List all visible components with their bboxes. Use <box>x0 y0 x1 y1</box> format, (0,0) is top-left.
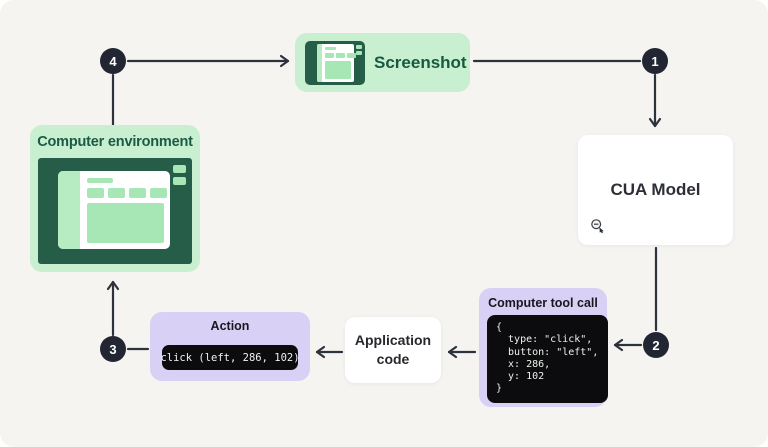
computer-tool-call-node: Computer tool call { type: "click", butt… <box>479 288 608 407</box>
environment-window-tab <box>150 188 167 198</box>
code-line: x: 286, <box>496 358 551 370</box>
environment-window-tab <box>129 188 146 198</box>
cua-model-node: CUA Model <box>578 135 733 245</box>
code-line: button: "left", <box>496 346 599 358</box>
environment-window-sidebar <box>58 171 80 249</box>
environment-window <box>58 171 170 249</box>
mini-window-titlebar <box>325 46 336 50</box>
mini-window-tab <box>336 52 345 58</box>
step-badge-1: 1 <box>642 48 668 74</box>
code-line: } <box>496 383 503 395</box>
environment-monitor-button <box>173 177 186 185</box>
screenshot-icon <box>305 40 365 85</box>
computer-environment-node: Computer environment <box>30 125 200 272</box>
mini-window-tab <box>347 52 356 58</box>
computer-tool-call-title: Computer tool call <box>488 296 598 310</box>
cua-model-label: CUA Model <box>610 180 701 199</box>
code-line: { <box>496 322 503 333</box>
mini-monitor-button <box>356 44 362 49</box>
action-code-pill: click (left, 286, 102) <box>160 345 300 370</box>
computer-environment-label: Computer environment <box>37 134 193 150</box>
application-code-label: Application code <box>354 332 432 367</box>
step-badge-3: 3 <box>100 336 126 362</box>
environment-window-tab <box>87 188 104 198</box>
mini-window-tab <box>325 52 334 58</box>
environment-window-content <box>87 203 164 243</box>
environment-monitor-button <box>173 165 186 173</box>
code-line: y: 102 <box>496 371 545 383</box>
mini-window-content <box>325 60 351 79</box>
step-badge-4: 4 <box>100 48 126 74</box>
screenshot-label: Screenshot <box>374 52 467 72</box>
environment-window-titlebar <box>87 178 113 183</box>
mini-window-sidebar <box>317 43 322 82</box>
code-line: type: "click", <box>496 334 593 346</box>
environment-window-tab <box>108 188 125 198</box>
zoom-out-magnifier-cursor-icon <box>591 219 604 234</box>
computer-environment-illustration <box>38 158 192 264</box>
mini-monitor-button <box>356 50 362 55</box>
action-node: Action click (left, 286, 102) <box>150 312 310 381</box>
action-title: Action <box>210 319 250 333</box>
step-badge-2: 2 <box>643 332 669 358</box>
application-code-node: Application code <box>345 317 441 383</box>
screenshot-node: Screenshot <box>295 33 470 92</box>
tool-call-code-block: { type: "click", button: "left", x: 286,… <box>487 315 608 403</box>
mini-window <box>317 43 356 82</box>
